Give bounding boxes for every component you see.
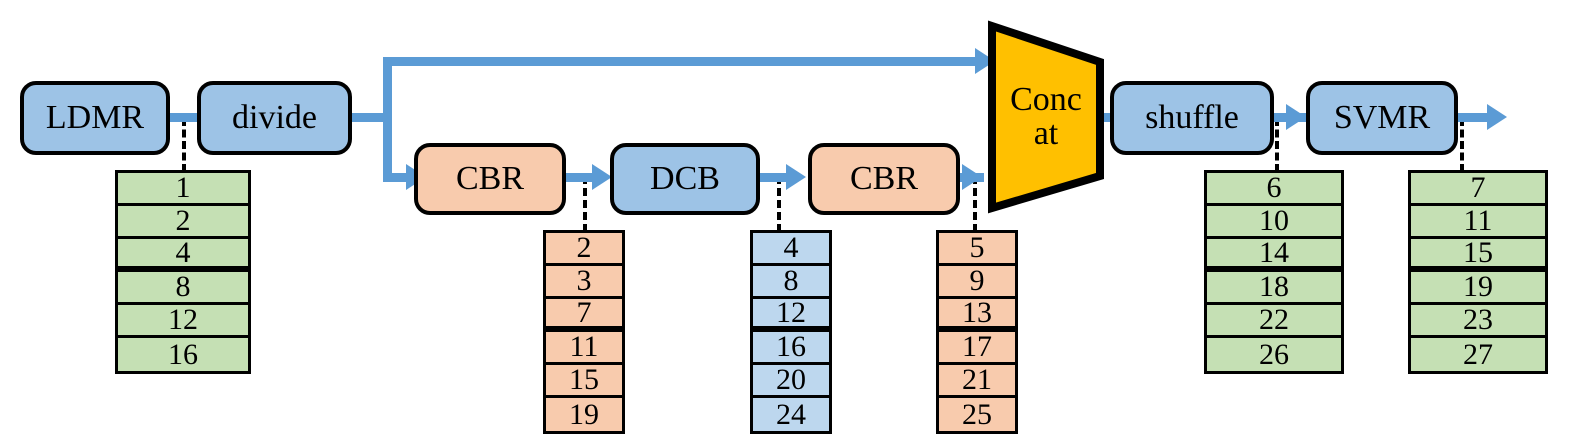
table-cell: 24	[753, 398, 829, 431]
table-cell: 11	[1411, 206, 1545, 239]
node-cbr-1[interactable]: CBR	[414, 143, 566, 215]
table-cell: 7	[546, 297, 622, 332]
table-cell: 19	[1411, 272, 1545, 305]
node-dcb[interactable]: DCB	[610, 143, 760, 215]
connector-split-to-cbr1	[383, 173, 409, 182]
table-cell: 25	[939, 398, 1015, 431]
connector-cbr1-to-dcb	[564, 173, 596, 182]
table-cell: 9	[939, 266, 1015, 299]
node-ldmr[interactable]: LDMR	[20, 81, 170, 155]
table-cell: 11	[546, 332, 622, 365]
table-cell: 5	[939, 233, 1015, 266]
arrowhead-concat-lower	[962, 164, 982, 190]
connector-ldmr-to-divide	[168, 113, 208, 122]
table-cell: 14	[1207, 237, 1341, 272]
table-cell: 4	[118, 237, 248, 272]
dashline-ldmr-to-table	[182, 118, 186, 172]
table-cell: 23	[1411, 305, 1545, 338]
node-svmr[interactable]: SVMR	[1306, 81, 1458, 155]
table-cell: 16	[118, 338, 248, 371]
node-concat[interactable]: Conc at	[984, 20, 1108, 214]
node-cbr-2-label: CBR	[849, 160, 919, 198]
table-cell: 10	[1207, 206, 1341, 239]
connector-svmr-output	[1456, 113, 1492, 122]
arrowhead-into-dcb	[592, 164, 612, 190]
connector-split-vertical	[383, 57, 392, 182]
table-cell: 27	[1411, 338, 1545, 371]
node-cbr-2[interactable]: CBR	[808, 143, 960, 215]
table-cell: 26	[1207, 338, 1341, 371]
dashline-svmr-to-table	[1460, 118, 1464, 172]
table-cell: 2	[118, 206, 248, 239]
node-shuffle-label: shuffle	[1145, 99, 1239, 137]
connector-skip-top	[383, 57, 977, 66]
table-cell: 2	[546, 233, 622, 266]
table-cell: 3	[546, 266, 622, 299]
table-cell: 13	[939, 297, 1015, 332]
node-cbr-1-label: CBR	[455, 160, 525, 198]
table-cell: 19	[546, 398, 622, 431]
connector-divide-stub	[348, 113, 392, 122]
table-cell: 21	[939, 365, 1015, 398]
node-dcb-label: DCB	[650, 160, 720, 198]
node-shuffle[interactable]: shuffle	[1110, 81, 1274, 155]
table-cell: 22	[1207, 305, 1341, 338]
table-cell: 15	[546, 365, 622, 398]
arrowhead-into-svmr	[1286, 104, 1306, 130]
concat-shape	[988, 20, 1104, 214]
table-cell: 20	[753, 365, 829, 398]
node-divide-label: divide	[232, 99, 317, 137]
table-cell: 15	[1411, 237, 1545, 272]
table-cell: 8	[753, 266, 829, 299]
dashline-cbr1-to-table	[583, 176, 587, 232]
dashline-dcb-to-table	[777, 176, 781, 232]
arrowhead-into-cbr2	[786, 164, 806, 190]
table-cell: 12	[753, 297, 829, 332]
connector-dcb-to-cbr2	[758, 173, 790, 182]
dashline-shuffle-to-table	[1275, 118, 1279, 172]
table-cell: 6	[1207, 173, 1341, 206]
table-cell: 12	[118, 305, 248, 338]
connector-concat-to-shuffle	[1100, 113, 1118, 122]
arrowhead-output	[1487, 104, 1507, 130]
table-cell: 4	[753, 233, 829, 266]
node-divide[interactable]: divide	[197, 81, 352, 155]
table-cell: 7	[1411, 173, 1545, 206]
table-cell: 17	[939, 332, 1015, 365]
node-svmr-label: SVMR	[1333, 99, 1431, 137]
node-ldmr-label: LDMR	[45, 99, 145, 137]
dashline-cbr2-to-table	[973, 176, 977, 232]
table-cell: 1	[118, 173, 248, 206]
table-cell: 16	[753, 332, 829, 365]
table-cell: 8	[118, 272, 248, 305]
table-cell: 18	[1207, 272, 1341, 305]
